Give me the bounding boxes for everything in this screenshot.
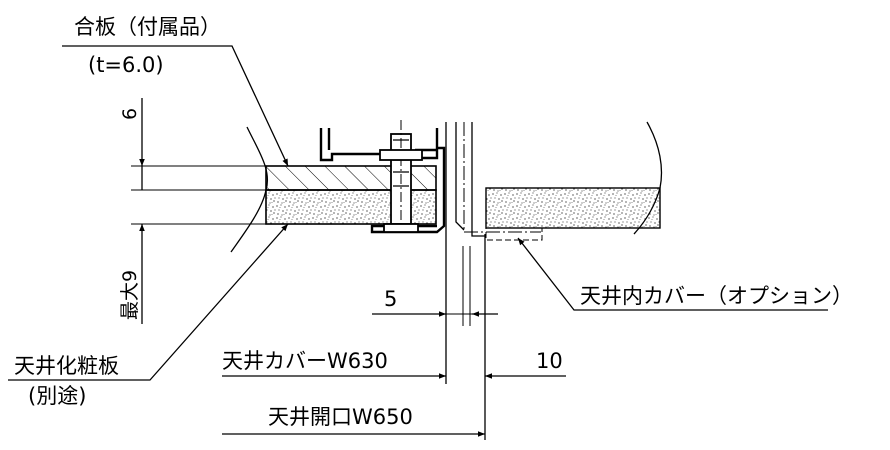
ceiling-board-note: (別途) (28, 384, 86, 408)
ceiling-board-leader (8, 223, 289, 381)
dim-6-label: 6 (119, 108, 141, 120)
inner-cover-leader (517, 237, 828, 311)
dim-max9-label: 最大9 (119, 270, 141, 320)
plywood-thickness-label: (t=6.0) (88, 53, 164, 77)
ceiling-cover-label: 天井カバーW630 (222, 349, 388, 373)
bolt (379, 120, 423, 233)
inner-cover-board (485, 187, 661, 241)
plywood-label: 合板（付属品） (74, 15, 221, 39)
thickness-dimension (131, 98, 266, 324)
ceiling-opening-label: 天井開口W650 (268, 405, 413, 429)
ceiling-board-label: 天井化粧板 (14, 354, 119, 378)
bracket (319, 128, 446, 234)
inner-cover-label: 天井内カバー（オプション） (580, 284, 853, 308)
dim-5-label: 5 (384, 287, 397, 311)
break-line-right (633, 121, 663, 235)
ceiling-cover-edge (445, 122, 541, 440)
plywood-leader (62, 45, 289, 167)
dim-10-label: 10 (536, 349, 563, 373)
